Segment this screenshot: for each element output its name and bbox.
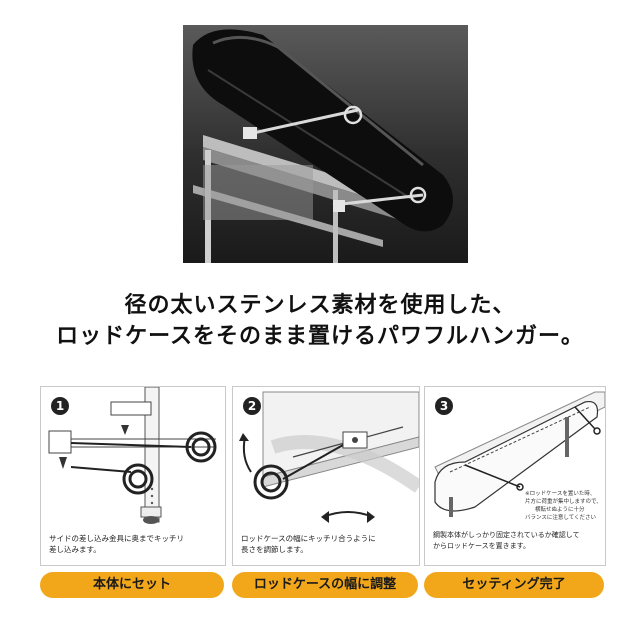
step-3-description-line-1: 鋼製本体がしっかり固定されているか確認して (433, 531, 580, 539)
step-panel-1: 1 サイドの差し込み金具に奥までキッチリ 差し込みます。 (40, 386, 226, 566)
step-panel-3: 3 ※ロッドケースを置いた時、 片方に荷重が集中しますので、 横転せぬように十分… (424, 386, 606, 566)
step-1-label: 本体にセット (40, 572, 224, 598)
step-panel-2: 2 ロッドケースの幅にキッチリ合うように 長さを調節します。 (232, 386, 420, 566)
step-1-description-line-1: サイドの差し込み金具に奥までキッチリ (49, 534, 184, 543)
hero-photo (183, 25, 468, 263)
step-2-illustration (239, 391, 419, 523)
step-2-description-line-1: ロッドケースの幅にキッチリ合うように (241, 534, 376, 543)
step-2-description-line-2: 長さを調節します。 (241, 545, 308, 554)
step-3-note-line-1: ※ロッドケースを置いた時、 (525, 491, 596, 497)
rod-case-hanger-photo (192, 29, 453, 263)
step-3-note-line-2: 片方に荷重が集中しますので、 (525, 499, 602, 505)
step-3-description-line-2: からロッドケースを置きます。 (433, 542, 530, 550)
step-number-badge: 2 (243, 397, 261, 415)
step-number-badge: 3 (435, 397, 453, 415)
step-3-note-line-3: 横転せぬように十分 (535, 507, 585, 513)
step-3-illustration (434, 391, 605, 517)
step-1-description-line-2: 差し込みます。 (49, 545, 101, 554)
headline-line-2: ロッドケースをそのまま置けるパワフルハンガー。 (56, 324, 584, 349)
step-2-label: ロッドケースの幅に調整 (232, 572, 418, 598)
step-3-label: セッティング完了 (424, 572, 604, 598)
step-3-note-line-4: バランスに注意してください (525, 515, 597, 521)
step-number-badge: 1 (51, 397, 69, 415)
headline-line-1: 径の太いステンレス素材を使用した、 (124, 293, 516, 318)
step-1-illustration (48, 387, 217, 524)
